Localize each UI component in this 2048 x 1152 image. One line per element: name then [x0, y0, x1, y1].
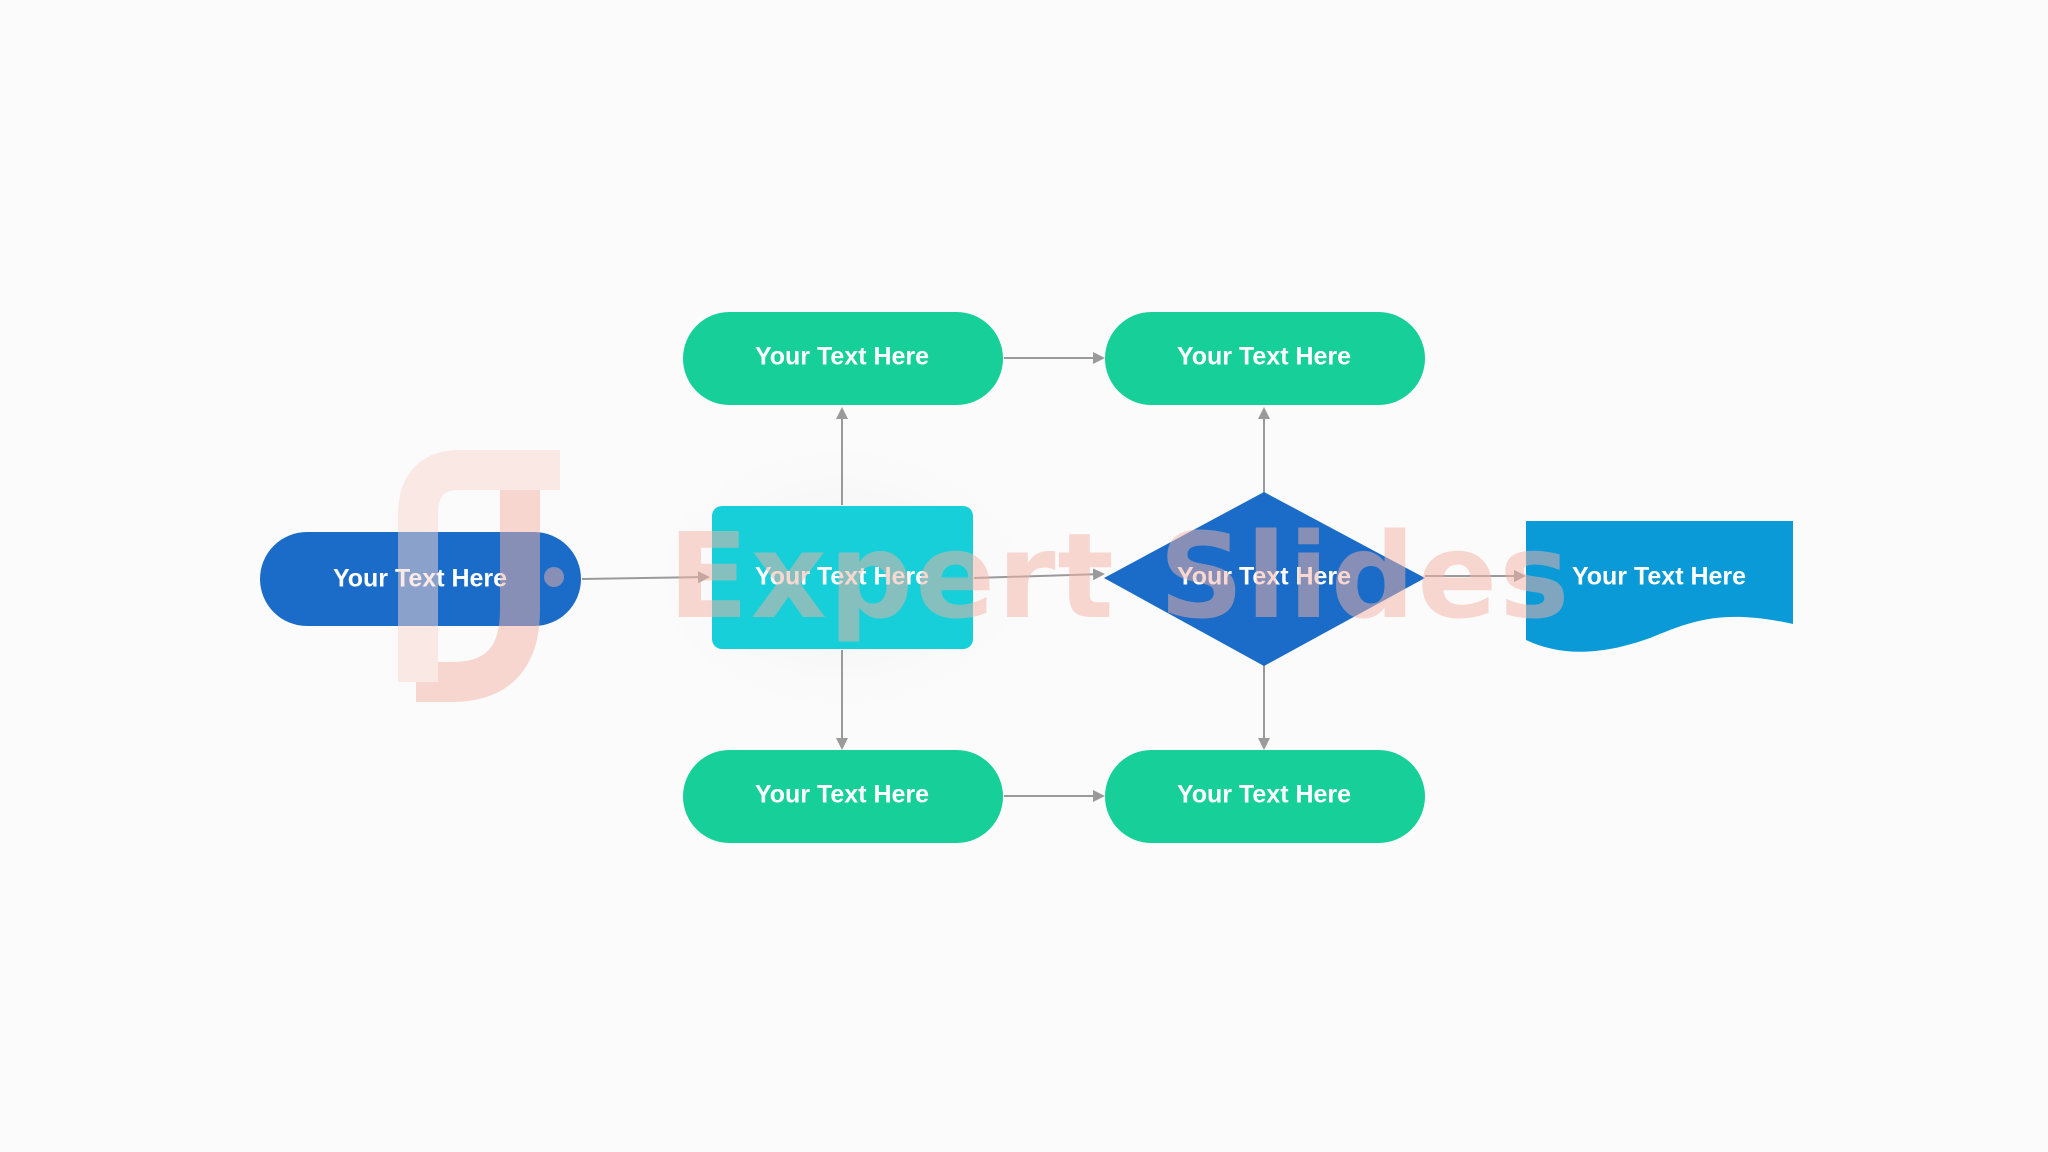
node-bottom-left-label: Your Text Here — [755, 781, 929, 809]
node-decision-label: Your Text Here — [1177, 563, 1351, 591]
node-top-left-label: Your Text Here — [755, 343, 929, 371]
node-bottom-right: Your Text Here — [1105, 750, 1425, 843]
node-bottom-right-label: Your Text Here — [1177, 781, 1351, 809]
process-shape — [712, 506, 973, 649]
decision-shape — [1104, 492, 1425, 666]
node-document-label: Your Text Here — [1572, 563, 1746, 591]
node-document: Your Text Here — [1526, 521, 1793, 652]
node-top-left: Your Text Here — [683, 312, 1003, 405]
terminal-shape — [1105, 312, 1425, 405]
node-process-label: Your Text Here — [755, 563, 929, 591]
edge-process-to-decision — [973, 568, 1105, 581]
edge-start-to-process — [581, 571, 710, 584]
terminal-shape — [683, 750, 1003, 843]
node-bottom-left: Your Text Here — [683, 750, 1003, 843]
document-shape — [1526, 521, 1793, 652]
node-process: Your Text Here — [712, 506, 973, 649]
node-top-right-label: Your Text Here — [1177, 343, 1351, 371]
watermark-logo-icon — [398, 450, 564, 702]
terminal-shape — [1105, 750, 1425, 843]
terminal-shape — [683, 312, 1003, 405]
watermark: Expert Slides — [398, 450, 1572, 702]
node-top-right: Your Text Here — [1105, 312, 1425, 405]
node-decision: Your Text Here — [1104, 492, 1425, 666]
watermark-text: Expert Slides — [668, 507, 1572, 645]
connectors — [581, 352, 1526, 802]
